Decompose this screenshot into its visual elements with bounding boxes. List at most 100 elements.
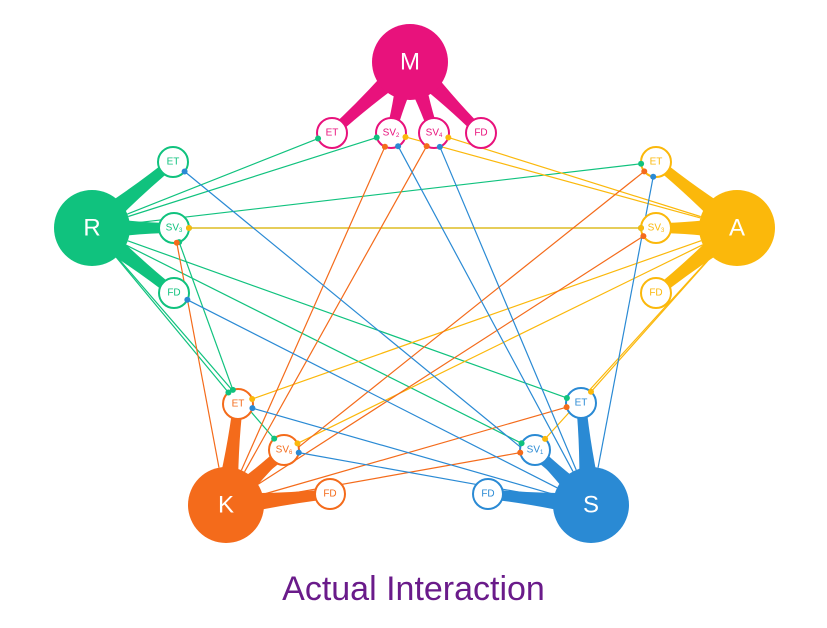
edge-r-to-s-et: [127, 240, 568, 399]
node-label-subscript: 6: [289, 450, 293, 456]
hub-label: S: [583, 492, 599, 519]
edge-s-to-r-fd: [187, 299, 558, 489]
hub-k: K: [188, 467, 264, 543]
node-label-subscript: 4: [439, 133, 443, 139]
node-label: FD: [167, 288, 180, 299]
node-label: SV2: [383, 128, 400, 140]
edge-endpoint-dot: [249, 396, 256, 403]
edge-a-to-k-et: [251, 240, 702, 400]
node-r-sv: SV3: [158, 212, 190, 244]
edge-endpoint-dot: [373, 134, 380, 141]
edge-r-to-m-sv: [128, 136, 377, 218]
edge-s-to-k-sv: [298, 452, 554, 499]
node-m-sv: SV2: [375, 117, 407, 149]
edge-endpoint-dot: [184, 296, 191, 303]
node-label-subscript: 2: [396, 133, 400, 139]
node-circle: [158, 277, 190, 309]
dots-layer: [173, 133, 657, 456]
edge-endpoint-dot: [640, 233, 647, 240]
edge-endpoint-dot: [423, 143, 430, 150]
node-a-fd: FD: [640, 277, 672, 309]
edge-endpoint-dot: [641, 168, 648, 175]
edge-a-to-k-sv: [297, 244, 704, 444]
edge-k-to-a-et: [255, 170, 645, 482]
node-a-sv: SV3: [640, 212, 672, 244]
node-label: FD: [474, 128, 487, 139]
hub-label: A: [729, 215, 745, 242]
edge-endpoint-dot: [563, 404, 570, 411]
node-circle: [472, 478, 504, 510]
node-label: ET: [575, 398, 588, 409]
hub-r: R: [54, 190, 130, 266]
edge-endpoint-dot: [249, 405, 256, 412]
edge-endpoint-dot: [295, 449, 302, 456]
node-label: SV4: [426, 128, 443, 140]
node-label-subscript: 3: [179, 228, 183, 234]
edge-m-sv-to-a: [405, 136, 701, 219]
edge-endpoint-dot: [517, 449, 524, 456]
node-circle: [465, 117, 497, 149]
node-circle: [157, 146, 189, 178]
edge-endpoint-dot: [181, 168, 188, 175]
hub-a: A: [699, 190, 775, 266]
hub-m: M: [372, 24, 448, 100]
edge-r-to-m-et: [127, 137, 319, 215]
node-label: ET: [232, 399, 245, 410]
node-circle: [222, 388, 254, 420]
edge-endpoint-dot: [315, 135, 322, 142]
node-label: SV6: [276, 445, 293, 457]
edges-layer: [115, 136, 713, 499]
node-label-subscript: 1: [540, 450, 544, 456]
node-k-et: ET: [222, 388, 254, 420]
edge-endpoint-dot: [173, 239, 180, 246]
hub-circle: [54, 190, 130, 266]
hub-circle: [188, 467, 264, 543]
hub-circle: [372, 24, 448, 100]
hub-label: K: [218, 492, 234, 519]
edge-endpoint-dot: [518, 440, 525, 447]
edge-endpoint-dot: [650, 173, 657, 180]
node-circle: [565, 387, 597, 419]
edge-r-sv-to-k-et: [178, 241, 234, 391]
node-label: FD: [323, 489, 336, 500]
edge-endpoint-dot: [186, 225, 192, 231]
node-m-sv4: SV4: [418, 117, 450, 149]
edge-a-to-s-et: [590, 255, 713, 393]
edge-r-to-a-et: [129, 163, 642, 225]
edge-k-to-m-sv4: [244, 145, 428, 473]
edge-k-to-m-sv: [240, 146, 386, 471]
edge-endpoint-dot: [229, 386, 236, 393]
edge-k-to-s-sv: [263, 452, 521, 499]
node-circle: [640, 277, 672, 309]
edge-endpoint-dot: [445, 134, 452, 141]
edge-k-to-r-sv: [176, 242, 220, 468]
edge-s-to-m-sv4: [439, 146, 577, 471]
node-r-et: ET: [157, 146, 189, 178]
edge-m-sv4-to-a: [448, 136, 701, 218]
edge-endpoint-dot: [294, 440, 301, 447]
node-label: SV3: [648, 223, 665, 235]
edge-s-to-k-et: [252, 407, 555, 496]
edge-k-to-s-et: [262, 406, 567, 496]
hub-circle: [553, 467, 629, 543]
edge-r-to-s-sv: [125, 244, 522, 444]
edge-endpoint-dot: [381, 143, 388, 150]
node-label: ET: [167, 157, 180, 168]
node-m-fd: FD: [465, 117, 497, 149]
edge-endpoint-dot: [395, 143, 402, 150]
node-label: SV1: [527, 445, 544, 457]
node-circle: [316, 117, 348, 149]
node-label: ET: [326, 128, 339, 139]
edge-endpoint-dot: [225, 389, 232, 396]
node-circle: [418, 117, 450, 149]
hub-label: M: [400, 49, 420, 76]
edge-endpoint-dot: [271, 435, 278, 442]
node-s-fd: FD: [472, 478, 504, 510]
node-label: ET: [650, 157, 663, 168]
edge-endpoint-dot: [542, 435, 549, 442]
edge-s-to-m-sv: [397, 145, 574, 472]
node-circle: [375, 117, 407, 149]
edge-endpoint-dot: [638, 160, 645, 167]
